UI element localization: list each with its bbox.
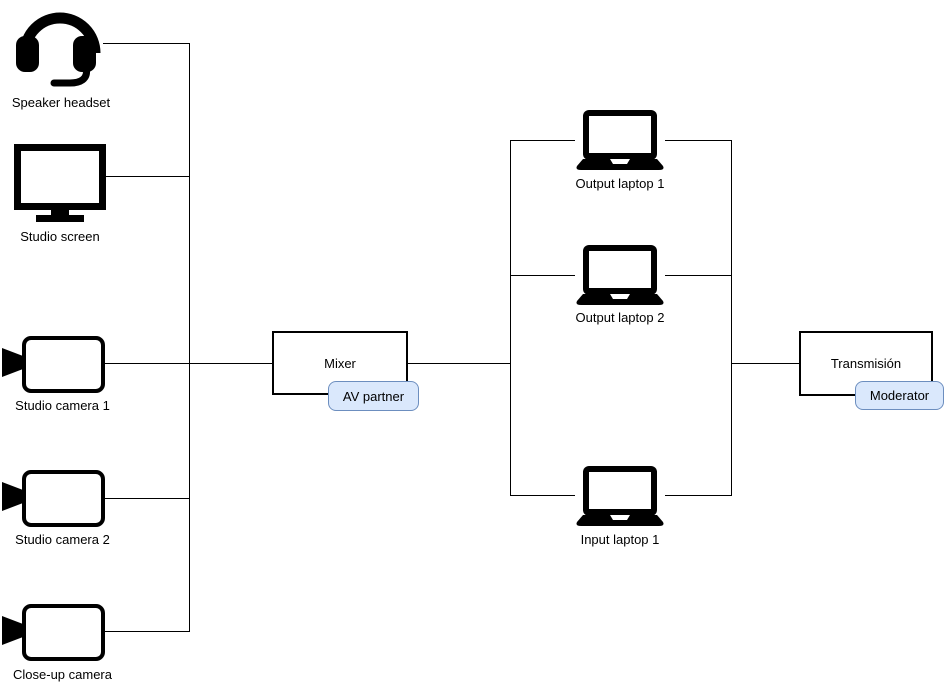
connector-headset-bus xyxy=(103,43,189,44)
device-label-studio-camera-2: Studio camera 2 xyxy=(15,532,110,547)
moderator-badge: Moderator xyxy=(855,381,944,410)
moderator-badge-label: Moderator xyxy=(869,388,930,403)
device-label-input-laptop-1: Input laptop 1 xyxy=(580,532,660,547)
device-label-output-laptop-1: Output laptop 1 xyxy=(575,176,665,191)
transmission-label: Transmisión xyxy=(830,356,902,371)
av-partner-badge-label: AV partner xyxy=(342,388,405,404)
laptop-icon xyxy=(575,110,665,171)
connector-laptops-transmission xyxy=(732,363,799,364)
video-camera-icon xyxy=(2,604,105,661)
connector-camera2-bus xyxy=(105,498,189,499)
device-label-output-laptop-2: Output laptop 2 xyxy=(575,310,665,325)
monitor-icon xyxy=(14,144,106,222)
connector-bus-vertical xyxy=(189,43,190,632)
av-partner-badge: AV partner xyxy=(328,381,419,411)
video-camera-icon xyxy=(2,470,105,527)
connector-screen-bus xyxy=(106,176,189,177)
connector-mixer-laptops xyxy=(408,363,510,364)
connector-closeup-bus xyxy=(105,631,189,632)
device-label-close-up-camera: Close-up camera xyxy=(13,667,112,682)
laptop-icon xyxy=(575,466,665,527)
device-label-studio-camera-1: Studio camera 1 xyxy=(15,398,110,413)
device-label-studio-screen: Studio screen xyxy=(20,229,100,244)
laptop-icon xyxy=(575,245,665,306)
video-camera-icon xyxy=(2,336,105,393)
device-label-speaker-headset: Speaker headset xyxy=(11,95,111,110)
mixer-label: Mixer xyxy=(324,355,356,371)
headset-icon xyxy=(16,3,104,87)
connector-camera1-mixer xyxy=(105,363,272,364)
